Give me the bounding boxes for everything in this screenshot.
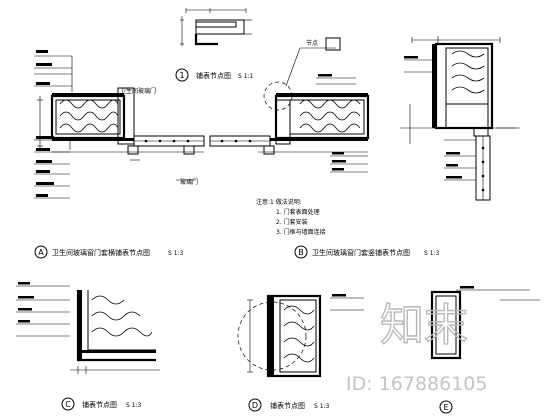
detail-1-marker: 1 — [179, 71, 184, 80]
detail-b-scale: S 1:3 — [424, 250, 440, 257]
detail-right-top-drawing — [400, 36, 520, 201]
detail-c-title-text: 铺表节点图 — [82, 400, 117, 409]
note-line-3: 3. 门框与墙面连接 — [276, 228, 326, 236]
detail-b-callout-tag: 节点 — [306, 39, 318, 47]
detail-e-title: E — [439, 400, 453, 414]
detail-c-drawing — [16, 282, 160, 374]
watermark-brand: 知末 — [380, 300, 468, 351]
detail-1-scale: S 1:1 — [238, 73, 254, 80]
detail-1-drawing — [180, 8, 252, 46]
note-line-0: 注意:1 做法说明: — [256, 198, 302, 206]
detail-a-glass-label: 玻璃门 — [180, 178, 198, 186]
detail-b-drawing: 节点 — [209, 37, 370, 173]
detail-a-marker: A — [38, 248, 44, 257]
detail-b-title-text: 卫生间玻璃窗门套竖铺表节点图 — [312, 248, 410, 257]
detail-b-title: B 卫生间玻璃窗门套竖铺表节点图 S 1:3 — [294, 245, 440, 259]
detail-e-marker: E — [443, 403, 448, 412]
watermark-id: ID: 167886105 — [346, 373, 487, 395]
detail-a-drawing: 卫生间玻璃门 玻璃门 — [34, 50, 205, 199]
detail-b-marker: B — [298, 248, 304, 257]
detail-e-drawing — [430, 286, 540, 360]
detail-1-title: 1 铺表节点图 S 1:1 — [175, 68, 254, 82]
detail-c-scale: S 1:3 — [126, 402, 142, 409]
detail-c-marker: C — [65, 400, 71, 409]
detail-1-title-text: 铺表节点图 — [196, 71, 231, 80]
detail-b-notes: 注意:1 做法说明: 1. 门套表面处理 2. 门套安装 3. 门框与墙面连接 — [256, 198, 326, 236]
detail-a-scale: S 1:3 — [168, 250, 184, 257]
watermark: 知末 ID: 167886105 — [346, 299, 487, 395]
detail-c-title: C 铺表节点图 S 1:3 — [61, 397, 142, 411]
detail-d-title-text: 铺表节点图 — [270, 401, 305, 410]
note-line-1: 1. 门套表面处理 — [276, 208, 320, 216]
detail-d-scale: S 1:3 — [314, 403, 330, 410]
detail-a-title: A 卫生间玻璃窗门套横铺表节点图 S 1:3 — [34, 245, 184, 259]
detail-a-plan-note: 卫生间玻璃门 — [120, 87, 156, 95]
detail-a-title-text: 卫生间玻璃窗门套横铺表节点图 — [52, 248, 150, 257]
detail-d-title: D 铺表节点图 S 1:3 — [248, 398, 330, 412]
detail-d-drawing — [237, 294, 364, 378]
detail-d-marker: D — [252, 401, 258, 410]
note-line-2: 2. 门套安装 — [276, 218, 308, 226]
